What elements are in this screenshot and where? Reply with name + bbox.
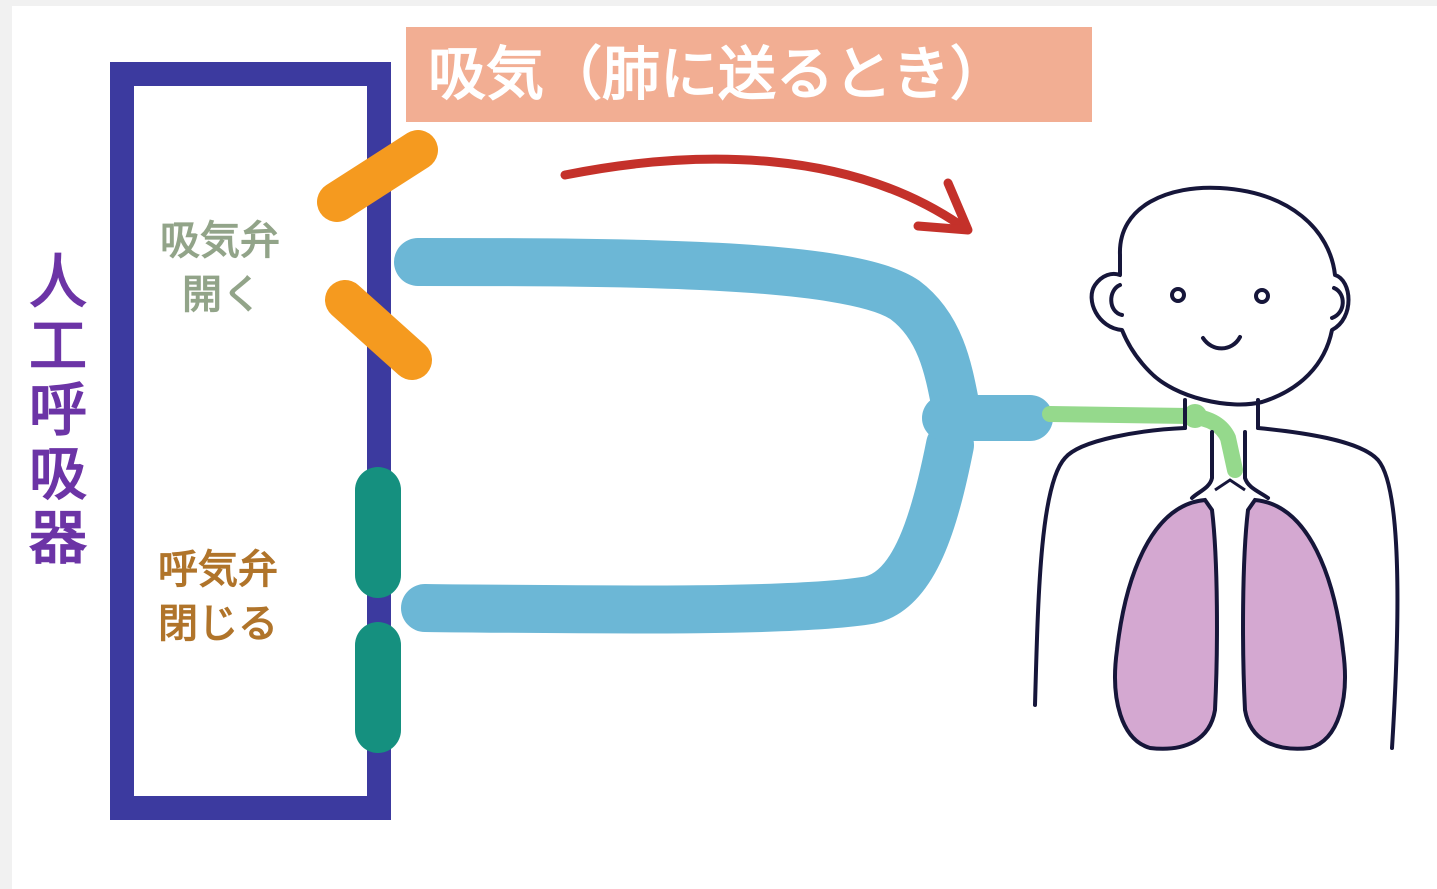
inhale-valve-flap-lower [325, 280, 432, 380]
patient-right-eye [1254, 288, 1270, 304]
right-lung [1241, 497, 1347, 751]
exhale-valve-label-line1: 呼気弁 [158, 547, 278, 593]
title-banner: 吸気（肺に送るとき） [406, 27, 1092, 122]
inhale-valve-label: 吸気弁 開く [160, 214, 280, 322]
airflow-arrow [560, 154, 965, 230]
patient-left-shoulder [1033, 426, 1187, 707]
patient-left-eye [1170, 287, 1186, 303]
inspiratory-tube [394, 238, 982, 442]
ventilator-label: 人工呼吸器 [28, 248, 87, 572]
left-lung [1113, 497, 1219, 751]
ventilator-frame [110, 62, 391, 820]
trachea-left [1190, 430, 1214, 500]
expiratory-tube [401, 421, 974, 634]
trachea-right [1243, 430, 1270, 500]
inhale-valve-label-line1: 吸気弁 [160, 218, 280, 264]
exhale-valve-label: 呼気弁 閉じる [158, 543, 278, 651]
airflow-arrowhead [913, 178, 973, 235]
inhale-valve-flap-upper [317, 130, 438, 222]
patient-mouth [1201, 335, 1242, 351]
patient-right-ear [1330, 286, 1345, 320]
diagram-background [12, 6, 1437, 889]
lungs [1113, 478, 1347, 751]
exhale-valve-label-line2: 閉じる [158, 601, 278, 647]
patient-figure [1033, 185, 1400, 750]
endotracheal-tube [1042, 406, 1243, 478]
inhale-valve-label-line2: 開く [182, 272, 262, 318]
title-text: 吸気（肺に送るとき） [428, 40, 1009, 108]
patient-right-shoulder [1256, 426, 1400, 750]
tube-connector [1183, 404, 1207, 428]
patient-head [1089, 185, 1351, 407]
bronchi [1214, 478, 1246, 492]
patient-left-ear [1109, 283, 1124, 317]
